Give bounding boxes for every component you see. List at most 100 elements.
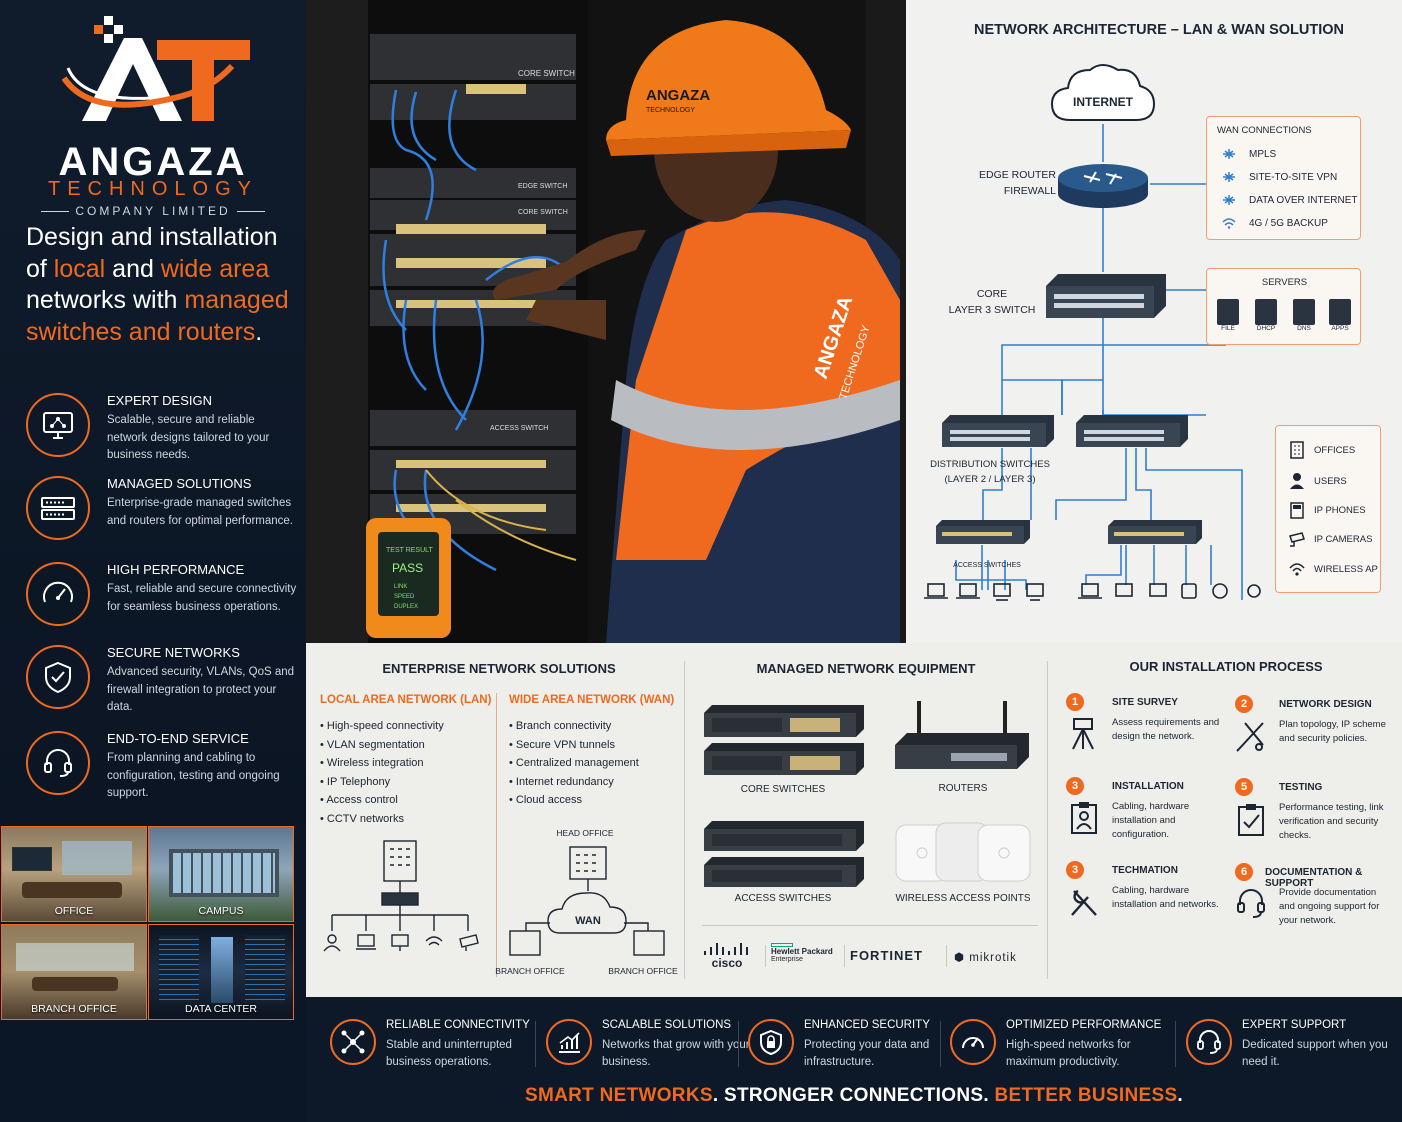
tester-line-4: SPEED <box>394 594 415 600</box>
growth-chart-icon <box>546 1019 592 1065</box>
core-switch-icon <box>1046 274 1166 318</box>
equipment-caption: WIRELESS ACCESS POINTS <box>895 893 1031 904</box>
lan-item: • Wireless integration <box>320 757 424 769</box>
step-number: 1 <box>1066 693 1084 711</box>
wan-list: • Branch connectivity • Secure VPN tunne… <box>509 717 639 810</box>
distribution-switch-icon <box>942 415 1054 447</box>
wan-item: SITE-TO-SITE VPN <box>1249 172 1338 183</box>
rack-label-2: EDGE SWITCH <box>518 183 567 190</box>
branch-office-label: BRANCH OFFICE <box>495 966 565 976</box>
step-title: TECHMATION <box>1112 865 1178 876</box>
benefit-title: OPTIMIZED PERFORMANCE <box>1006 1019 1162 1031</box>
diagram-lines <box>955 124 1243 600</box>
feature-title: EXPERT DESIGN <box>107 393 212 408</box>
monitor-network-icon <box>26 393 90 457</box>
server-file: FILE <box>1217 299 1239 332</box>
brand-technology: TECHNOLOGY <box>47 178 259 200</box>
access-switches-image <box>704 821 864 887</box>
photo-office: OFFICE <box>1 826 147 922</box>
step-number: 3 <box>1066 861 1084 879</box>
server-dns: DNS <box>1293 299 1315 332</box>
benefit-title: ENHANCED SECURITY <box>804 1019 930 1031</box>
wan-list-item: • Branch connectivity <box>509 720 612 732</box>
feature-desc: From planning and cabling to configurati… <box>107 752 280 799</box>
wan-item: DATA OVER INTERNET <box>1249 195 1358 206</box>
endpoint-label: IP CAMERAS <box>1314 534 1373 545</box>
feature-desc: Fast, reliable and secure connectivity f… <box>107 583 297 613</box>
endpoint-label: WIRELESS AP <box>1314 564 1378 575</box>
building-icon <box>1288 441 1306 464</box>
rack-label-1: CORE SWITCH <box>518 69 575 78</box>
servers-title: SERVERS <box>1261 277 1308 288</box>
step-number: 2 <box>1235 695 1253 713</box>
step-desc: Assess requirements and design the netwo… <box>1112 717 1220 742</box>
user-icon <box>1288 472 1306 495</box>
photo-campus: CAMPUS <box>148 826 294 922</box>
feature-expert-design: EXPERT DESIGN Scalable, secure and relia… <box>26 393 298 467</box>
access-switches-label: ACCESS SWITCHES <box>953 562 1021 569</box>
step-title: DOCUMENTATION & SUPPORT <box>1265 867 1363 889</box>
server-dhcp: DHCP <box>1255 299 1277 332</box>
shield-check-icon <box>26 645 90 709</box>
step-number: 5 <box>1235 778 1253 796</box>
footer-benefits: RELIABLE CONNECTIVITY Stable and uninter… <box>306 997 1402 1122</box>
step-desc: Performance testing, link verification a… <box>1279 802 1384 841</box>
headline: Design and installation of local and wid… <box>26 223 289 346</box>
endpoint-label: OFFICES <box>1314 445 1356 456</box>
vpn-icon <box>1221 171 1237 186</box>
headset-icon <box>1186 1019 1232 1065</box>
speedometer-icon <box>950 1019 996 1065</box>
step-title: INSTALLATION <box>1112 781 1184 792</box>
core-switch-label: CORE LAYER 3 SWITCH <box>948 288 1036 316</box>
step-desc: Cabling, hardware installation and netwo… <box>1112 885 1219 910</box>
lan-title: LOCAL AREA NETWORK (LAN) <box>320 694 492 706</box>
wan-list-item: • Internet redundancy <box>509 775 614 788</box>
benefit-desc: Dedicated support when you need it. <box>1242 1039 1388 1068</box>
edge-router-icon <box>1058 164 1148 208</box>
photo-data-center: DATA CENTER <box>148 924 294 1020</box>
benefit-desc: High-speed networks for maximum producti… <box>1006 1039 1131 1068</box>
servers-box: SERVERS FILE DHCP DNS APPS <box>1206 268 1361 345</box>
wan-item: 4G / 5G BACKUP <box>1249 218 1328 229</box>
data-icon <box>1221 194 1237 209</box>
feature-title: SECURE NETWORKS <box>107 645 240 660</box>
enterprise-title: ENTERPRISE NETWORK SOLUTIONS <box>382 661 616 676</box>
tester-line-1: TEST RESULT <box>386 547 434 554</box>
server-icon <box>1217 299 1239 325</box>
solutions-section: ENTERPRISE NETWORK SOLUTIONS LOCAL AREA … <box>306 643 1402 997</box>
server-icon <box>1329 299 1351 325</box>
server-apps: APPS <box>1329 299 1351 332</box>
hero-technician-photo: CORE SWITCH EDGE SWITCH CORE SWITCH ACCE… <box>306 0 906 643</box>
benefit-reliable: RELIABLE CONNECTIVITY Stable and uninter… <box>330 1017 540 1073</box>
wireless-ap-icon <box>1288 560 1306 583</box>
photo-caption: BRANCH OFFICE <box>31 1003 117 1015</box>
speedometer-icon <box>26 562 90 626</box>
tester-line-5: DUPLEX <box>394 604 418 610</box>
tester-line-2: PASS <box>392 561 423 575</box>
tripod-camera-icon <box>1068 715 1098 756</box>
benefit-support: EXPERT SUPPORT Dedicated support when yo… <box>1186 1017 1396 1073</box>
mikrotik-logo: ⬢ mikrotik <box>954 952 1017 964</box>
feature-secure-networks: SECURE NETWORKS Advanced security, VLANs… <box>26 645 298 719</box>
end-devices-row <box>924 583 1261 601</box>
step-title: TESTING <box>1279 782 1323 793</box>
wan-topology-diagram <box>509 846 665 956</box>
left-panel: ANGAZA TECHNOLOGY COMPANY LIMITED Design… <box>0 0 306 825</box>
lan-item: • IP Telephony <box>320 775 391 788</box>
distribution-label: DISTRIBUTION SWITCHES (LAYER 2 / LAYER 3… <box>930 459 1050 485</box>
lan-item: • Access control <box>320 794 398 806</box>
step-desc: Provide documentation and ongoing suppor… <box>1279 887 1380 926</box>
fortinet-logo: FORTINET <box>850 948 923 963</box>
wireless-ap-image <box>895 822 1031 882</box>
endpoint-label: USERS <box>1314 476 1347 487</box>
rack-label-3: CORE SWITCH <box>518 209 568 216</box>
network-nodes-icon <box>330 1019 376 1065</box>
feature-title: HIGH PERFORMANCE <box>107 562 245 577</box>
feature-managed-solutions: MANAGED SOLUTIONS Enterprise-grade manag… <box>26 476 298 550</box>
mikrotik-icon: ⬢ <box>954 952 970 964</box>
wan-cloud-label: WAN <box>575 915 601 927</box>
benefit-scalable: SCALABLE SOLUTIONS Networks that grow wi… <box>546 1017 756 1073</box>
lan-item: • VLAN segmentation <box>320 738 425 751</box>
feature-desc: Enterprise-grade managed switches and ro… <box>107 497 294 527</box>
brand-company: COMPANY LIMITED <box>22 204 284 218</box>
